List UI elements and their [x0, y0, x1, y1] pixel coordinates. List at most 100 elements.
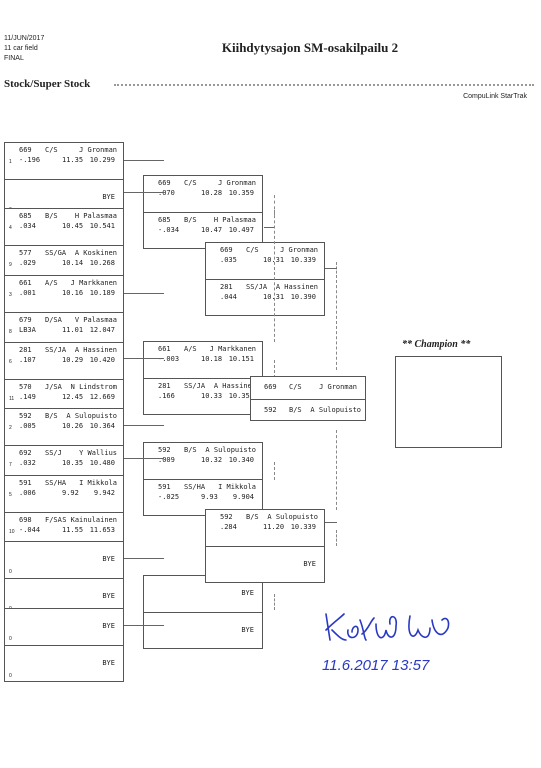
signature-scribble [325, 613, 450, 641]
bracket-connector-dashed [336, 530, 337, 546]
speed-value: 9.904 [232, 493, 254, 501]
speed-value: 10.299 [89, 156, 115, 164]
car-class: SS/J [45, 449, 62, 457]
elapsed-time: 12.45 [62, 393, 84, 401]
entry-slot: 698 F/SA S Kainulainen 10 -.044 11.55 11… [5, 512, 123, 548]
car-class: C/S [246, 246, 259, 254]
bye-label: BYE [102, 592, 115, 600]
round2-match: 669 C/S J Gronman .070 10.28 10.359 685 … [143, 175, 263, 249]
speed-value: 10.339 [290, 523, 316, 531]
elapsed-time: 10.16 [62, 289, 84, 297]
speed-value: 10.268 [89, 259, 115, 267]
car-number: 281 [158, 382, 171, 390]
car-number: 679 [19, 316, 32, 324]
bye-label: BYE [241, 589, 254, 597]
car-number: 661 [158, 345, 171, 353]
car-class: SS/JA [184, 382, 206, 390]
bracket-connector-dashed [336, 430, 337, 510]
entry-slot: 592 B/S A Sulopuisto .284 11.20 10.339 [206, 510, 324, 546]
bye-label: BYE [102, 555, 115, 563]
car-number: 592 [264, 406, 277, 414]
elapsed-time: 10.33 [201, 392, 223, 400]
final-slot-top: 669 C/S J Gronman [251, 377, 365, 399]
elapsed-time: 10.31 [263, 256, 285, 264]
entry-slot: 692 SS/J Y Wallius 7 .032 10.35 10.480 [5, 445, 123, 481]
round1-match: 661 A/S J Markkanen 3 .001 10.16 10.189 … [4, 275, 124, 349]
elapsed-time: 10.14 [62, 259, 84, 267]
driver-name: A Hassinen [213, 382, 256, 390]
reaction-time: -.034 [158, 226, 180, 234]
champion-box [395, 356, 502, 448]
speed-value: 10.189 [89, 289, 115, 297]
car-class: SS/GA [45, 249, 67, 257]
elapsed-time: 10.26 [62, 422, 84, 430]
seed-number: 2 [9, 425, 12, 431]
round1-match: BYE 0 BYE 0 [4, 608, 124, 682]
bye-slot: BYE [144, 576, 262, 612]
reaction-time: .166 [158, 392, 175, 400]
final-box: 669 C/S J Gronman 592 B/S A Sulopuisto [250, 376, 366, 421]
speed-value: 10.340 [228, 456, 254, 464]
car-number: 281 [220, 283, 233, 291]
driver-name: A Koskinen [74, 249, 117, 257]
entry-slot: 591 SS/HA I Mikkola 5 .006 9.92 9.942 [5, 476, 123, 512]
entry-slot: 281 SS/JA A Hassinen .166 10.33 10.351 [144, 378, 262, 414]
car-class: B/S [184, 216, 197, 224]
entry-slot: 592 B/S A Sulopuisto .009 10.32 10.340 [144, 443, 262, 479]
final-slot-bottom: 592 B/S A Sulopuisto [251, 399, 365, 422]
bracket-connector-dashed [274, 210, 275, 270]
signature-date: 11.6.2017 13:57 [322, 657, 430, 674]
round2-match: 661 A/S J Markkanen -.003 10.18 10.151 2… [143, 341, 263, 415]
car-class: A/S [184, 345, 197, 353]
software-name: CompuLink StarTrak [463, 93, 527, 100]
elapsed-time: 10.18 [201, 355, 223, 363]
speed-value: 10.390 [290, 293, 316, 301]
car-class: C/S [289, 383, 302, 391]
bracket-connector [264, 227, 274, 228]
reaction-time: .001 [19, 289, 36, 297]
driver-name: N Lindstrom [70, 383, 117, 391]
speed-value: 11.653 [89, 526, 115, 534]
elapsed-time: 10.45 [62, 222, 84, 230]
bye-slot: BYE [206, 546, 324, 582]
entry-slot: 669 C/S J Gronman 1 -.196 11.35 10.299 [5, 143, 123, 179]
entry-slot: 591 SS/HA I Mikkola -.025 9.93 9.904 [144, 479, 262, 515]
bracket-connector-dashed [274, 360, 275, 378]
reaction-time: .032 [19, 459, 36, 467]
driver-name: Y Wallius [79, 449, 117, 457]
driver-name: J Gronman [319, 383, 357, 391]
car-class: F/SA [45, 516, 62, 524]
bracket-connector [124, 160, 164, 161]
entry-slot: 592 B/S A Sulopuisto 2 .005 10.26 10.364 [5, 409, 123, 445]
seed-number: 0 [9, 569, 12, 575]
car-class: C/S [45, 146, 58, 154]
entry-slot: 661 A/S J Markkanen -.003 10.18 10.151 [144, 342, 262, 378]
elapsed-time: 10.35 [62, 459, 84, 467]
bracket-connector-dashed [274, 594, 275, 610]
reaction-time: .009 [158, 456, 175, 464]
round2-match: BYE BYE [143, 575, 263, 649]
driver-name: J Markkanen [209, 345, 256, 353]
champion-label: ** Champion ** [402, 339, 471, 350]
car-number: 685 [19, 212, 32, 220]
reaction-time: LB3A [19, 326, 36, 334]
seed-number: 3 [9, 292, 12, 298]
car-number: 669 [158, 179, 171, 187]
seed-number: 0 [9, 636, 12, 642]
bracket-connector-dashed [274, 462, 275, 480]
round1-match: 685 B/S H Palasmaa 4 .034 10.45 10.541 5… [4, 208, 124, 282]
car-number: 669 [220, 246, 233, 254]
round3-match: 592 B/S A Sulopuisto .284 11.20 10.339 B… [205, 509, 325, 583]
round1-match: 669 C/S J Gronman 1 -.196 11.35 10.299 B… [4, 142, 124, 216]
bracket-connector-dashed [336, 262, 337, 278]
speed-value: 12.669 [89, 393, 115, 401]
elapsed-time: 9.92 [62, 489, 79, 497]
bracket-connector [124, 558, 164, 559]
bye-label: BYE [102, 193, 115, 201]
round2-match: 592 B/S A Sulopuisto .009 10.32 10.340 5… [143, 442, 263, 516]
car-class: B/S [184, 446, 197, 454]
driver-name: A Sulopuisto [66, 412, 117, 420]
car-number: 591 [158, 483, 171, 491]
car-number: 669 [264, 383, 277, 391]
bracket-connector-dashed [274, 272, 275, 342]
